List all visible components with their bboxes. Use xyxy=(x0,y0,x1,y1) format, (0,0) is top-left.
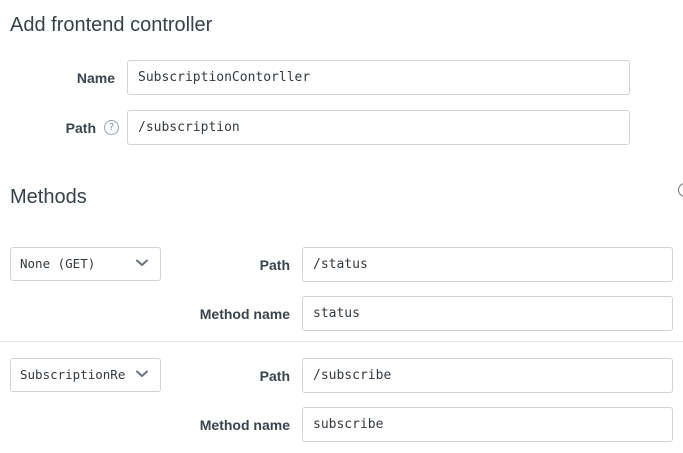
name-input[interactable]: SubscriptionContorller xyxy=(127,60,630,95)
method-name-input[interactable]: status xyxy=(302,296,673,331)
chevron-down-icon xyxy=(136,259,148,266)
method-divider xyxy=(0,341,683,342)
path-label: Path xyxy=(65,120,96,136)
form-title: Add frontend controller xyxy=(10,14,213,36)
chevron-down-icon xyxy=(136,370,148,377)
methods-title: Methods xyxy=(10,186,87,208)
method-path-label: Path xyxy=(259,257,290,273)
path-input[interactable]: /subscription xyxy=(127,110,630,145)
method-type-value: SubscriptionRe xyxy=(20,367,126,382)
method-name-input[interactable]: subscribe xyxy=(302,407,673,442)
method-name-label: Method name xyxy=(199,417,290,433)
method-path-input[interactable]: /subscribe xyxy=(302,358,673,393)
question-circle-icon[interactable]: ? xyxy=(104,120,119,135)
method-path-input[interactable]: /status xyxy=(302,247,673,282)
scroll-indicator-icon xyxy=(678,183,683,197)
method-path-label: Path xyxy=(259,368,290,384)
method-type-select[interactable]: None (GET) xyxy=(10,247,161,281)
method-type-value: None (GET) xyxy=(20,256,96,271)
method-name-label: Method name xyxy=(199,306,290,322)
method-type-select[interactable]: SubscriptionRe xyxy=(10,358,161,392)
name-label: Name xyxy=(76,70,115,86)
